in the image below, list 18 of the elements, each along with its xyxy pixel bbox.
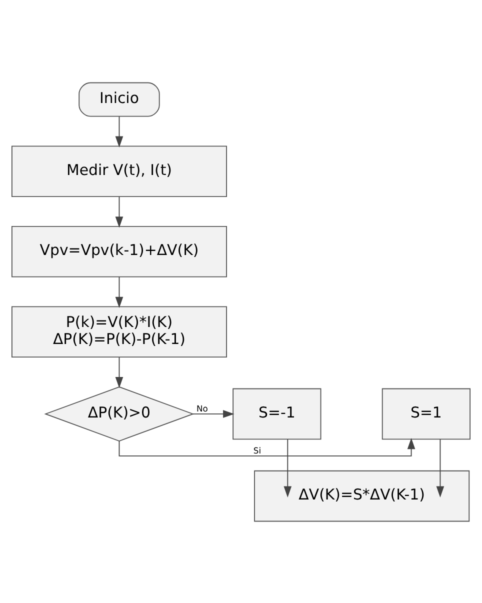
arrow [284,438,292,497]
arrow [115,276,124,308]
node-box: P(k)=V(K)*I(K) ΔP(K)=P(K)-P(K-1) [11,306,227,358]
node-box: Inicio [78,82,160,116]
arrow [118,437,416,456]
arrow [115,196,124,228]
arrow [115,356,124,388]
arrow [436,438,444,497]
edge-label: No [196,402,208,413]
node-box: S=1 [382,388,471,440]
arrow [192,410,234,418]
node-box: S=-1 [232,388,322,440]
edge-label: Si [253,444,262,455]
node-box: ΔV(K)=S*ΔV(K-1) [254,470,470,522]
node-diamond: ΔP(K)>0 [44,386,194,442]
arrow [115,116,124,147]
node-box: Medir V(t), I(t) [11,145,227,197]
node-box: Vpv=Vpv(k-1)+ΔV(K) [11,225,227,277]
